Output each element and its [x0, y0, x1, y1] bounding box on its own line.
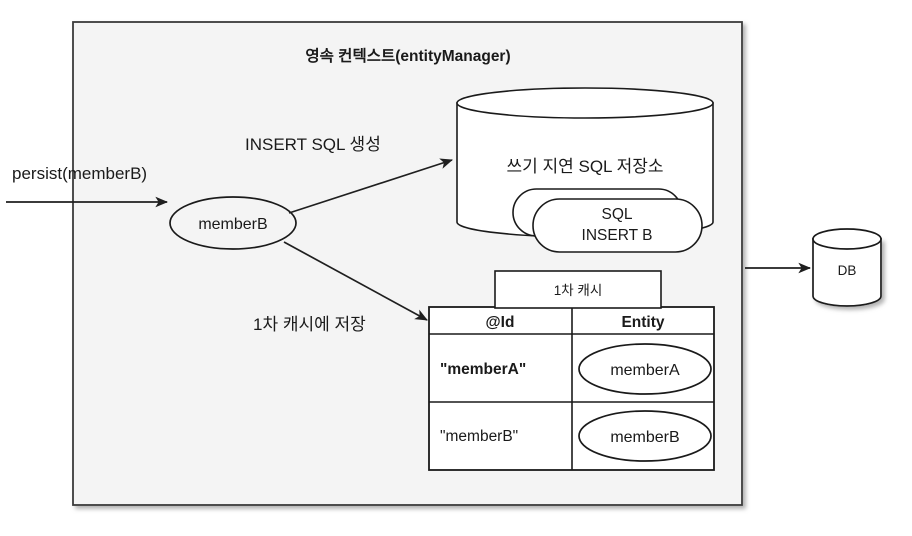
db-label: DB [838, 263, 857, 278]
db-cylinder-body [812, 238, 882, 307]
sql-store-cylinder-top [456, 87, 714, 119]
sql-store-title: 쓰기 지연 SQL 저장소 [506, 157, 663, 176]
member-b-ellipse-shape [169, 196, 297, 250]
first-level-cache-table: 1차 캐시 @Id Entity "memberA" memberA "memb… [428, 270, 715, 471]
persist-edge-group: persist(memberB) [6, 164, 169, 208]
sql-card-front [532, 198, 703, 253]
db-cylinder-top [812, 228, 882, 250]
cache-row-0-entity-ellipse [578, 343, 712, 395]
database-node: DB [812, 228, 882, 307]
first-cache-edge-label: 1차 캐시에 저장 [253, 315, 366, 334]
cache-caption-label: 1차 캐시 [554, 283, 603, 298]
sql-card-line-1: SQL [601, 206, 632, 223]
cache-row-1-id: "memberB" [440, 428, 518, 445]
insert-sql-arrow [288, 158, 453, 214]
insert-sql-edge-label: INSERT SQL 생성 [245, 135, 381, 154]
cache-caption-box [494, 270, 662, 309]
cache-row-1-entity: memberB [610, 429, 679, 446]
member-b-ellipse-label: memberB [198, 216, 267, 233]
insert-sql-edge-group: INSERT SQL 생성 [245, 135, 453, 214]
table-row: "memberA" memberA [440, 343, 712, 395]
cache-header-id: @Id [486, 314, 515, 331]
cache-row-0-id: "memberA" [440, 361, 526, 378]
page-title: 영속 컨텍스트(entityManager) [305, 47, 510, 65]
first-cache-edge-group: 1차 캐시에 저장 [253, 241, 428, 334]
cache-row-0-entity: memberA [610, 362, 680, 379]
persist-edge-label: persist(memberB) [12, 164, 147, 183]
write-behind-sql-store: 쓰기 지연 SQL 저장소 SQL INSERT B [456, 87, 714, 253]
cache-row-1-entity-ellipse [578, 410, 712, 462]
sql-card-line-2: INSERT B [582, 227, 653, 244]
table-row: "memberB" memberB [440, 410, 712, 462]
cache-header-entity: Entity [621, 314, 664, 331]
first-cache-arrow [283, 241, 428, 321]
member-b-node: memberB [169, 196, 297, 250]
